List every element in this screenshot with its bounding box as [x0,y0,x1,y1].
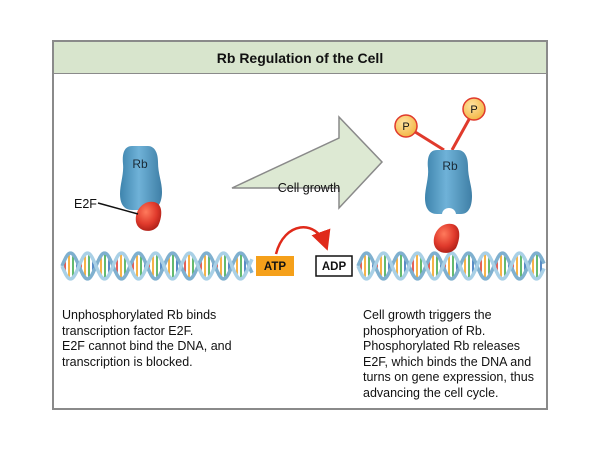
caption-left: Unphosphorylated Rb binds transcription … [62,308,232,370]
dna-backbone [356,251,546,281]
rb-protein-left: Rb [120,146,162,210]
dna-strand-left [60,251,254,281]
rb-label-right: Rb [442,159,458,173]
caption-left-line: Unphosphorylated Rb binds [62,308,217,322]
phosphate-group-2: P [462,97,486,121]
phosphate-label-1: P [402,121,409,133]
dna-backbone [60,251,254,281]
dna-backbone [356,251,546,281]
caption-right-line: Cell growth triggers the [363,308,492,322]
e2f-label: E2F [74,197,97,211]
caption-right: Cell growth triggers the phosphoryation … [363,308,534,401]
caption-right-line: turns on gene expression, thus [363,370,534,384]
caption-left-line: transcription is blocked. [62,354,193,369]
adp-label: ADP [322,261,347,273]
caption-right-line: advancing the cell cycle. [363,385,499,400]
figure-panel: Rb Regulation of the Cell [52,40,548,410]
figure-title: Rb Regulation of the Cell [54,42,546,74]
phosphorylation-arrow [274,226,331,255]
diagram-canvas: Cell growth Rb E2F P P Rb [60,97,546,281]
adp-box: ADP [315,255,353,277]
caption-right-line: E2F, which binds the DNA and [363,354,532,369]
dna-strand-right [356,251,546,281]
dna-backbone [60,251,254,281]
e2f-callout: E2F [74,197,139,215]
caption-right-line: Phosphorylated Rb releases [363,339,521,353]
phosphate-links [411,113,474,152]
cell-growth-arrow: Cell growth [231,115,384,210]
caption-left-line: E2F cannot bind the DNA, and [62,339,232,353]
atp-box: ATP [256,256,294,276]
phosphate-label-2: P [470,104,477,116]
caption-left-line: transcription factor E2F. [62,323,194,338]
rb-label-left: Rb [132,157,148,171]
caption-right-line: phosphoryation of Rb. [363,323,486,338]
phosphate-group-1: P [394,114,418,138]
cell-growth-label: Cell growth [278,181,341,195]
rb-protein-right: Rb [425,150,472,214]
atp-label: ATP [264,261,286,273]
e2f-protein-left [135,201,162,231]
e2f-protein-right [433,223,460,253]
